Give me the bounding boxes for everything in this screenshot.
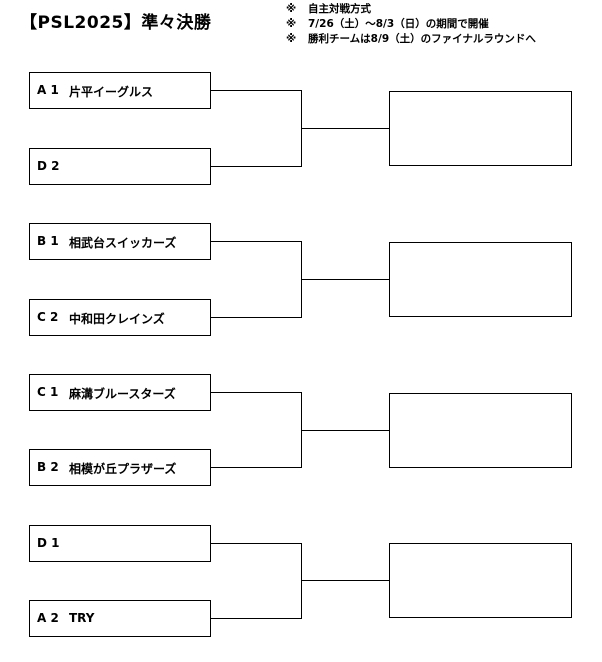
team-seed: A 1	[37, 83, 59, 97]
notes-list: ※ 自主対戦方式 ※ 7/26（土）～8/3（日）の期間で開催 ※ 勝利チームは8/9…	[286, 2, 536, 47]
note-item: ※ 自主対戦方式	[286, 2, 536, 17]
team-slot-b2: B 2 相模が丘プラザーズ	[29, 449, 211, 486]
team-slot-d1: D 1	[29, 525, 211, 562]
note-item: ※ 勝利チームは8/9（土）のファイナルラウンドへ	[286, 32, 536, 47]
winner-box	[389, 91, 572, 166]
note-text: 7/26（土）～8/3（日）の期間で開催	[308, 18, 489, 30]
bracket-line	[301, 543, 302, 619]
team-seed: D 2	[37, 159, 60, 173]
team-seed: C 1	[37, 385, 59, 399]
team-seed: C 2	[37, 310, 59, 324]
note-mark: ※	[286, 3, 297, 15]
team-seed: A 2	[37, 611, 59, 625]
team-slot-c2: C 2 中和田クレインズ	[29, 299, 211, 336]
team-name: TRY	[69, 611, 95, 625]
bracket-line	[211, 317, 302, 318]
note-text: 勝利チームは8/9（土）のファイナルラウンドへ	[308, 33, 536, 45]
bracket-line	[211, 543, 302, 544]
team-slot-a1: A 1 片平イーグルス	[29, 72, 211, 109]
team-seed: D 1	[37, 536, 60, 550]
bracket-line	[301, 279, 389, 280]
team-seed: B 1	[37, 234, 59, 248]
bracket-line	[211, 166, 302, 167]
note-text: 自主対戦方式	[308, 3, 371, 15]
bracket-line	[211, 241, 302, 242]
page-title: 【PSL2025】準々決勝	[20, 13, 212, 33]
team-name: 相模が丘プラザーズ	[69, 462, 177, 476]
team-name: 相武台スイッカーズ	[69, 236, 177, 250]
winner-box	[389, 393, 572, 468]
bracket-line	[301, 580, 389, 581]
team-slot-b1: B 1 相武台スイッカーズ	[29, 223, 211, 260]
team-slot-c1: C 1 麻溝ブルースターズ	[29, 374, 211, 411]
team-seed: B 2	[37, 460, 59, 474]
note-item: ※ 7/26（土）～8/3（日）の期間で開催	[286, 17, 536, 32]
team-slot-d2: D 2	[29, 148, 211, 185]
team-name: 片平イーグルス	[69, 85, 154, 99]
team-slot-a2: A 2 TRY	[29, 600, 211, 637]
note-mark: ※	[286, 18, 297, 30]
team-name: 中和田クレインズ	[69, 312, 165, 326]
bracket-line	[211, 467, 302, 468]
team-name: 麻溝ブルースターズ	[69, 387, 176, 401]
note-mark: ※	[286, 33, 297, 45]
bracket-line	[301, 128, 389, 129]
bracket-line	[211, 90, 302, 91]
bracket-line	[211, 618, 302, 619]
winner-box	[389, 543, 572, 618]
winner-box	[389, 242, 572, 317]
bracket-line	[211, 392, 302, 393]
bracket-line	[301, 430, 389, 431]
